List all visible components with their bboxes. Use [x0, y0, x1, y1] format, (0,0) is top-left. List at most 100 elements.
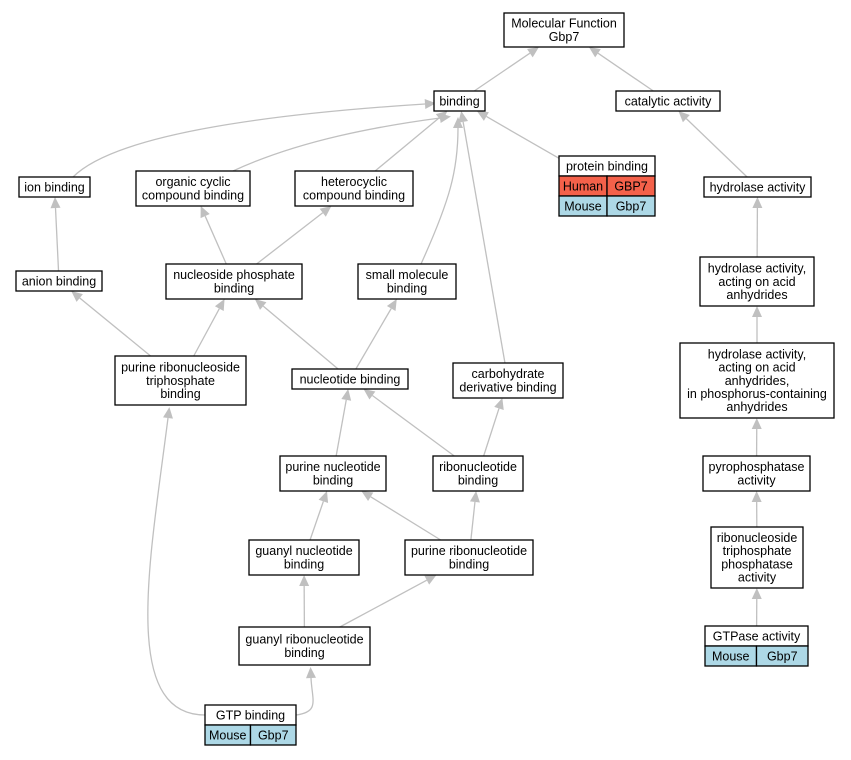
edge-ion-binding-to-binding [72, 99, 436, 178]
edge-line [597, 52, 654, 92]
node-label: binding [458, 473, 498, 487]
node-label: compound binding [142, 188, 244, 202]
node-label: acting on acid [718, 275, 795, 289]
node-label: binding [387, 281, 427, 295]
node-box [702, 455, 811, 492]
node-label: purine nucleotide [285, 460, 380, 474]
node-box [503, 12, 625, 48]
go-term-anion-binding[interactable]: anion binding [15, 270, 103, 292]
node-label: triphosphate [146, 374, 215, 388]
go-term-hydrolase-acid[interactable]: hydrolase activity,acting on acidanhydri… [699, 256, 815, 307]
node-label: ion binding [24, 180, 85, 194]
arrowhead [50, 197, 61, 209]
arrowhead [71, 291, 83, 302]
gene-cell [606, 195, 656, 217]
node-box [703, 176, 812, 198]
gene-label: GBP7 [614, 180, 647, 194]
edge-organic-cyclic-to-binding [232, 113, 451, 172]
node-label: hydrolase activity, [708, 347, 806, 361]
arrowhead [318, 491, 329, 504]
node-box [710, 526, 804, 589]
go-term-nucleotide[interactable]: nucleotide binding [291, 368, 409, 390]
node-label: Molecular Function [511, 17, 617, 31]
node-box [452, 362, 564, 399]
edge-protein-binding-to-binding [476, 111, 560, 159]
edge-line [685, 118, 748, 178]
species-label: Human [563, 180, 603, 194]
node-label: compound binding [303, 188, 405, 202]
node-label: binding [284, 557, 324, 571]
node-box [404, 539, 534, 576]
edge-small-molecule-to-binding [420, 117, 463, 265]
edge-line [309, 501, 324, 541]
go-term-rnt-triphosphate-phosphatase[interactable]: ribonucleosidetriphosphatephosphataseact… [710, 526, 804, 589]
edge-line [486, 115, 560, 159]
node-label: binding [214, 281, 254, 295]
arrowhead [752, 197, 763, 209]
edge-carbohydrate-to-binding [458, 111, 506, 364]
node-label: binding [160, 387, 200, 401]
edge-pyrophosphatase-to-hydrolase-phos [751, 418, 762, 457]
go-term-catalytic[interactable]: catalytic activity [615, 90, 721, 112]
go-term-ion-binding[interactable]: ion binding [18, 176, 91, 198]
node-label: triphosphate [723, 544, 792, 558]
edge-rnt-triphosphate-phosphatase-to-pyrophosphatase [751, 491, 762, 528]
edge-guanyl-nucleotide-to-purine-nucleotide [309, 491, 329, 541]
arrowhead [751, 418, 762, 430]
edge-line [204, 215, 227, 265]
node-label: acting on acid [718, 361, 795, 375]
gene-cell [755, 645, 809, 667]
gene-label: Gbp7 [616, 200, 647, 214]
arrowhead [361, 491, 374, 502]
node-label: activity [737, 473, 776, 487]
arrowhead [751, 491, 762, 503]
node-label: ribonucleoside [717, 531, 798, 545]
edge-line [193, 308, 220, 357]
edge-line [420, 127, 459, 265]
node-label: activity [738, 571, 777, 585]
arrowhead [751, 588, 762, 600]
edge-line [473, 52, 531, 92]
arrowhead [424, 575, 437, 585]
node-label: nucleoside phosphate [173, 268, 295, 282]
edge-purine-ribonucleotide-to-ribonucleotide [469, 491, 480, 541]
node-label: pyrophosphatase [709, 460, 805, 474]
go-term-hydrolase-phos[interactable]: hydrolase activity,acting on acidanhydri… [679, 342, 835, 419]
arrowhead [319, 206, 332, 217]
node-label: anhydrides, [725, 374, 790, 388]
edge-line [370, 496, 442, 541]
node-box [165, 263, 303, 300]
node-label: binding [313, 473, 353, 487]
arrowhead [424, 99, 436, 109]
go-term-binding[interactable]: binding [433, 90, 486, 112]
arrowhead [163, 407, 173, 419]
edge-ribonucleotide-to-nucleotide [363, 389, 455, 457]
edge-gtp-binding-to-purine-rnt-triphosphate [147, 407, 206, 716]
node-box [615, 90, 721, 112]
edge-hydrolase-phos-to-hydrolase-acid [752, 306, 762, 343]
edge-purine-nucleotide-to-nucleotide [335, 389, 352, 457]
edge-line [295, 677, 314, 716]
arrowhead [200, 206, 210, 219]
node-label: hydrolase activity [710, 180, 807, 194]
go-term-hydrolase[interactable]: hydrolase activity [703, 176, 812, 198]
gene-label: Gbp7 [767, 650, 798, 664]
gene-cell [249, 724, 297, 746]
